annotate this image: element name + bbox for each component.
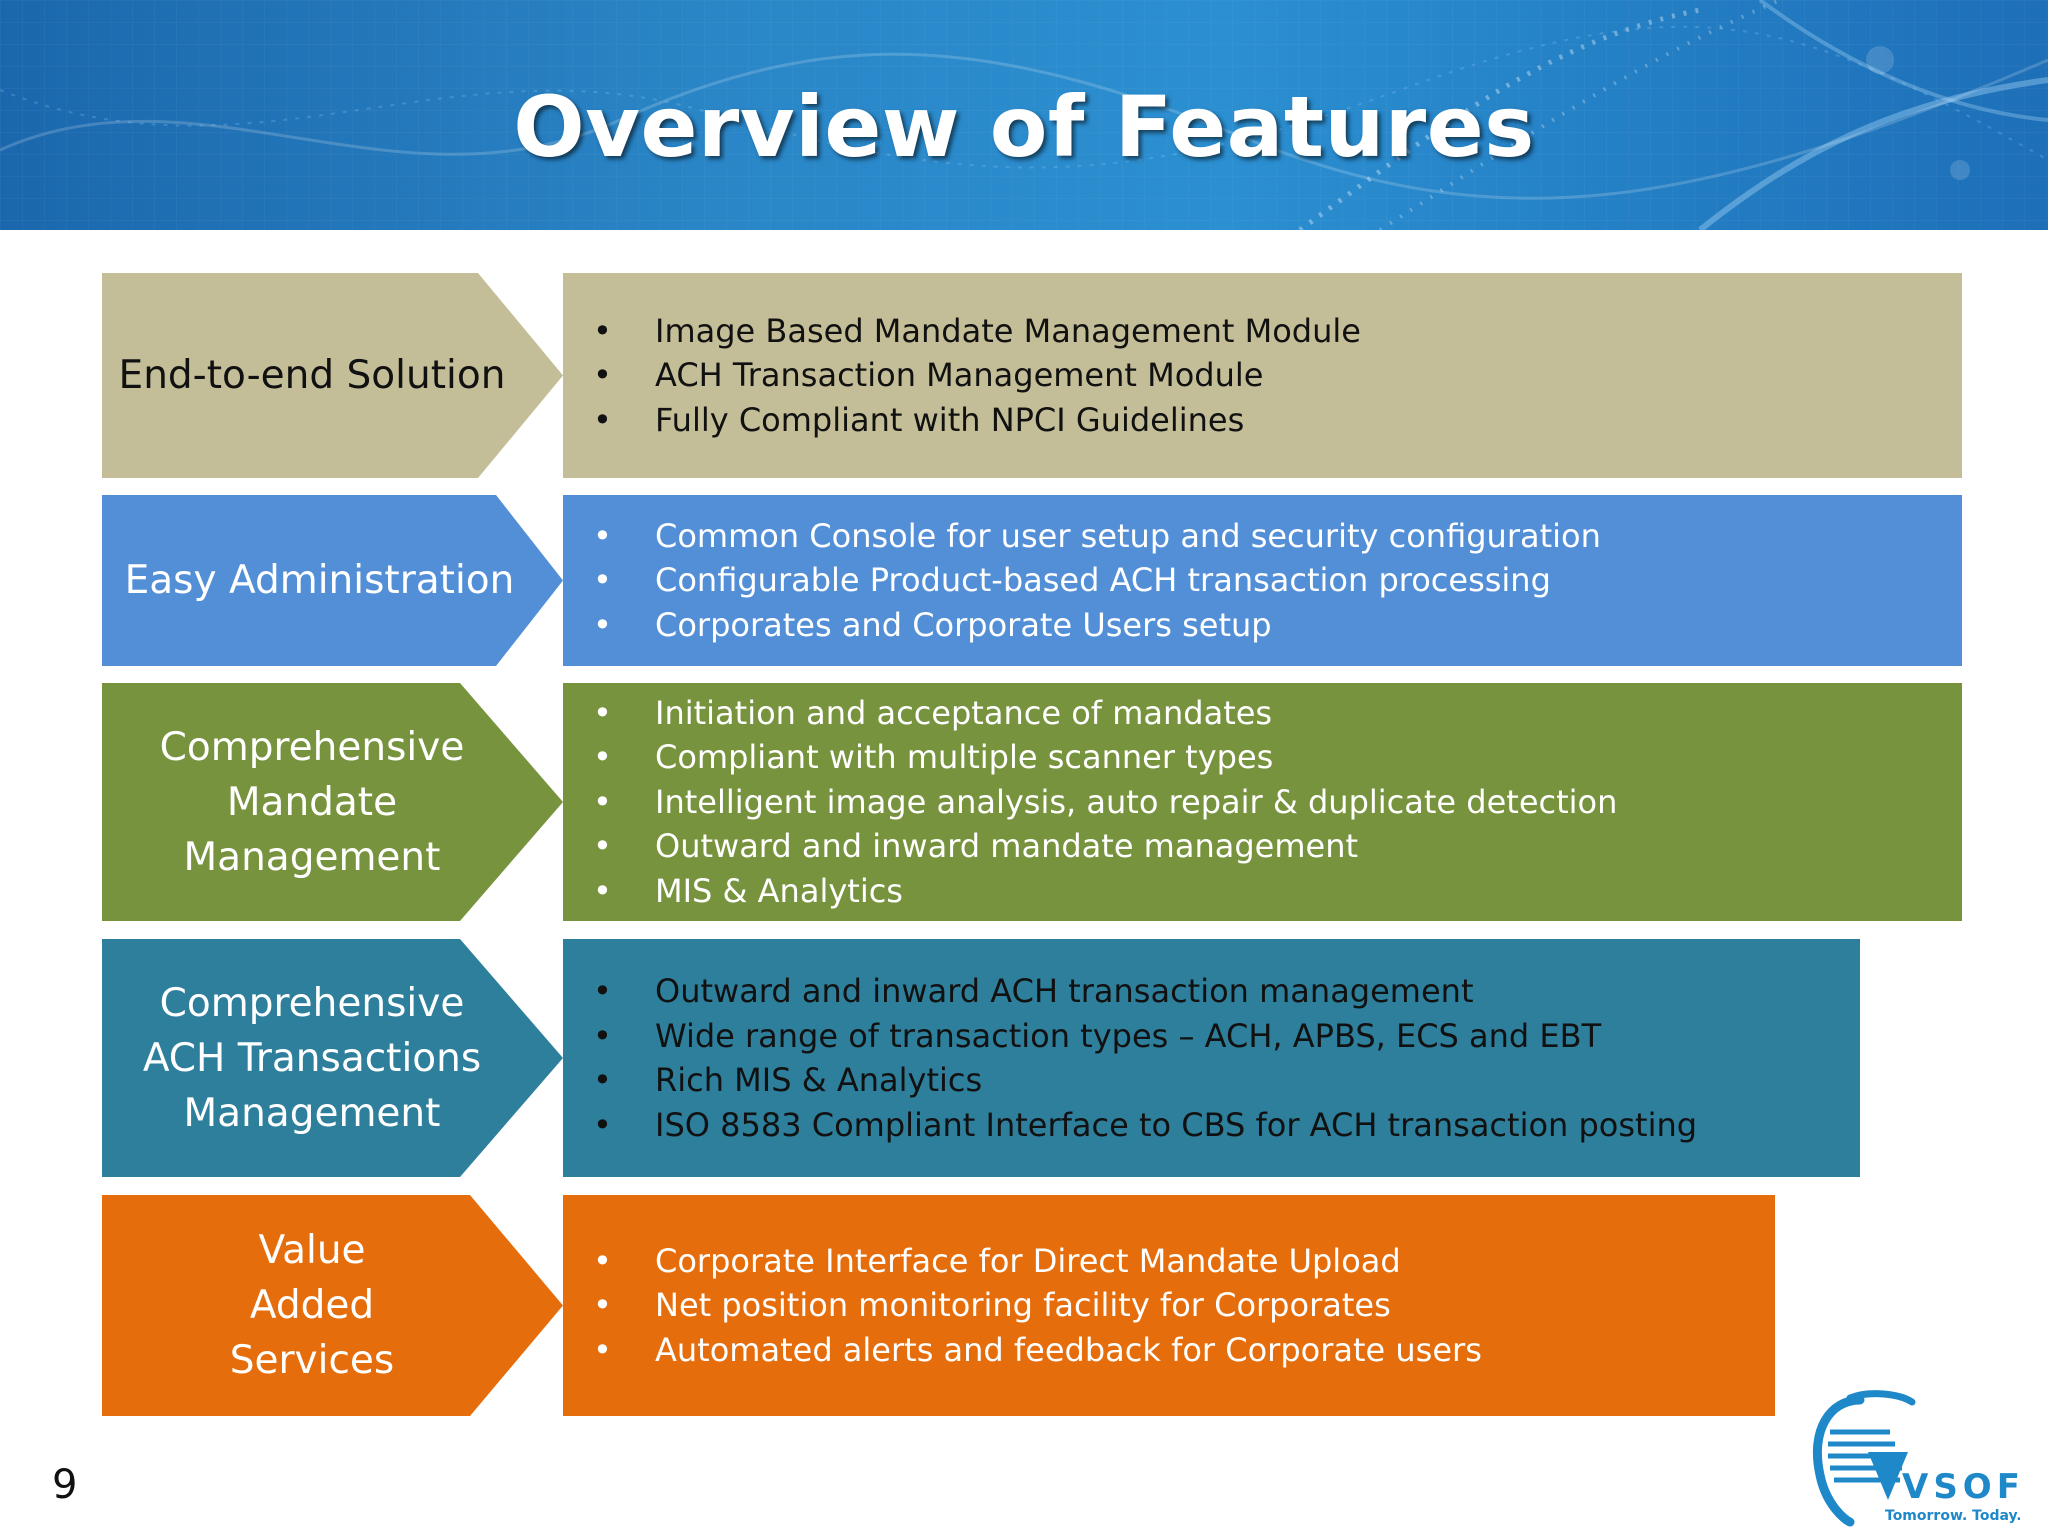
- list-item: Corporate Interface for Direct Mandate U…: [583, 1239, 1482, 1284]
- feature-row-easy-administration: Easy Administration Common Console for u…: [0, 495, 2048, 666]
- arrow-shape: [102, 939, 563, 1177]
- bullet-list: Corporate Interface for Direct Mandate U…: [583, 1239, 1482, 1373]
- feature-row-ach-transactions: Comprehensive ACH Transactions Managemen…: [0, 939, 2048, 1177]
- feature-row-end-to-end: End-to-end Solution Image Based Mandate …: [0, 273, 2048, 478]
- list-item: Compliant with multiple scanner types: [583, 735, 1617, 780]
- list-item: Automated alerts and feedback for Corpor…: [583, 1328, 1482, 1373]
- feature-label: Comprehensive Mandate Management: [159, 724, 465, 880]
- feature-details-box: Corporate Interface for Direct Mandate U…: [563, 1195, 1775, 1416]
- feature-label: Value Added Services: [229, 1228, 395, 1383]
- list-item: Corporates and Corporate Users setup: [583, 603, 1601, 648]
- list-item: Intelligent image analysis, auto repair …: [583, 780, 1617, 825]
- list-item: Configurable Product-based ACH transacti…: [583, 558, 1601, 603]
- list-item: Wide range of transaction types – ACH, A…: [583, 1014, 1697, 1059]
- header-banner: Overview of Features: [0, 0, 2048, 230]
- feature-details-box: Outward and inward ACH transaction manag…: [563, 939, 1860, 1177]
- page-number: 9: [52, 1462, 78, 1508]
- arrow-shape: [102, 1195, 563, 1416]
- feature-details-box: Initiation and acceptance of mandates Co…: [563, 683, 1962, 921]
- list-item: Outward and inward mandate management: [583, 824, 1617, 869]
- feature-label: End-to-end Solution: [118, 353, 506, 398]
- list-item: MIS & Analytics: [583, 869, 1617, 914]
- bullet-list: Initiation and acceptance of mandates Co…: [583, 691, 1617, 914]
- feature-details-box: Image Based Mandate Management Module AC…: [563, 273, 1962, 478]
- arrow-shape: [102, 683, 563, 921]
- list-item: Outward and inward ACH transaction manag…: [583, 969, 1697, 1014]
- banner-decoration: [0, 0, 2048, 230]
- bullet-list: Outward and inward ACH transaction manag…: [583, 969, 1697, 1147]
- svg-text:Tomorrow. Today.: Tomorrow. Today.: [1885, 1508, 2020, 1524]
- list-item: ISO 8583 Compliant Interface to CBS for …: [583, 1103, 1697, 1148]
- page-title: Overview of Features: [513, 78, 1535, 176]
- list-item: Net position monitoring facility for Cor…: [583, 1283, 1482, 1328]
- list-item: Fully Compliant with NPCI Guidelines: [583, 398, 1361, 443]
- feature-label: Easy Administration: [124, 558, 515, 603]
- bullet-list: Common Console for user setup and securi…: [583, 514, 1601, 648]
- list-item: ACH Transaction Management Module: [583, 353, 1361, 398]
- list-item: Common Console for user setup and securi…: [583, 514, 1601, 559]
- arrow-shape: [102, 273, 563, 478]
- list-item: Initiation and acceptance of mandates: [583, 691, 1617, 736]
- feature-row-mandate-management: Comprehensive Mandate Management Initiat…: [0, 683, 2048, 921]
- bullet-list: Image Based Mandate Management Module AC…: [583, 309, 1361, 443]
- list-item: Rich MIS & Analytics: [583, 1058, 1697, 1103]
- arrow-shape: [102, 495, 563, 666]
- feature-label: Comprehensive ACH Transactions Managemen…: [142, 980, 482, 1136]
- feature-row-value-added: Value Added Services Corporate Interface…: [0, 1195, 2048, 1416]
- feature-details-box: Common Console for user setup and securi…: [563, 495, 1962, 666]
- list-item: Image Based Mandate Management Module: [583, 309, 1361, 354]
